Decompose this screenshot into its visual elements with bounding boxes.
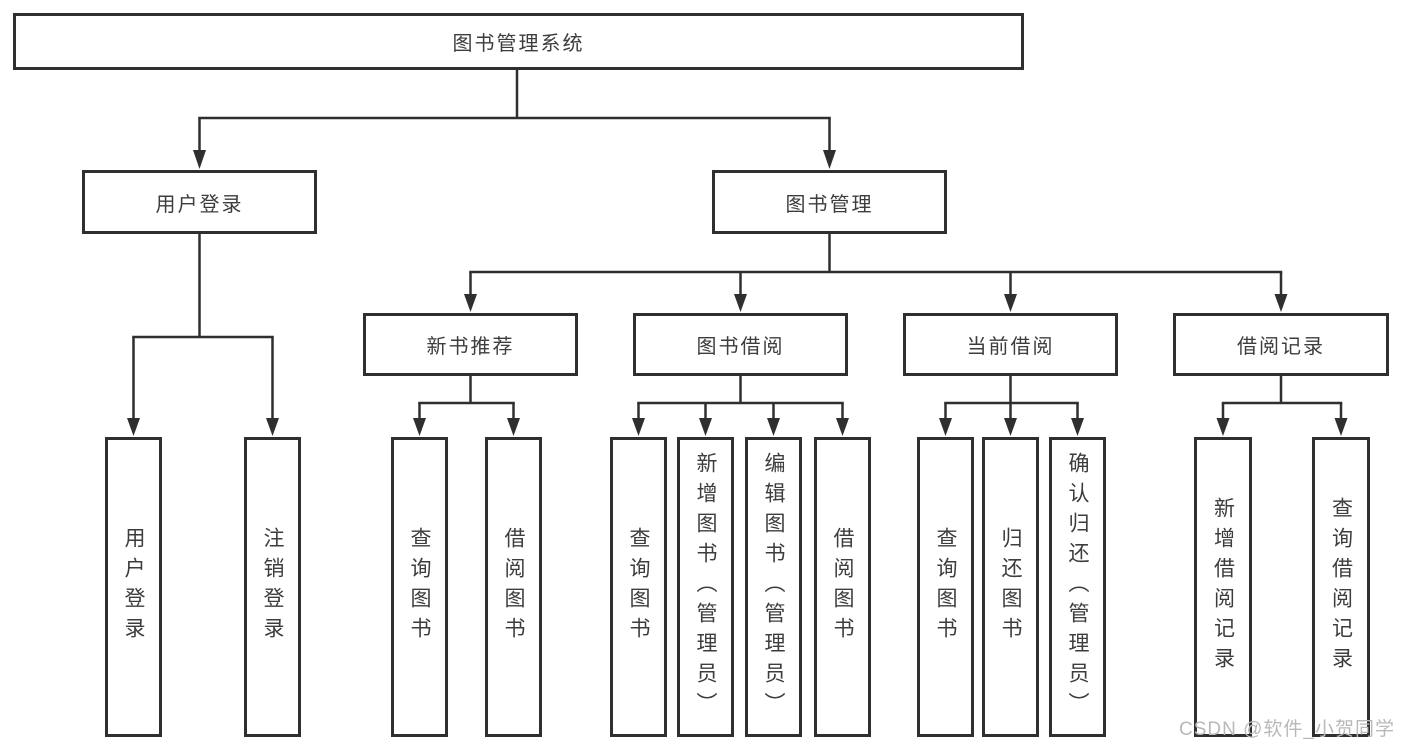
leaf-add-books-admin-label: 新增图书（管理员） <box>694 452 717 722</box>
leaf-recommend-query-books: 查询图书 <box>391 437 448 737</box>
node-current-borrow: 当前借阅 <box>903 313 1118 376</box>
connector-borrow-records <box>1216 376 1348 436</box>
node-book-borrow: 图书借阅 <box>633 313 848 376</box>
leaf-edit-books-admin-label: 编辑图书（管理员） <box>762 452 785 722</box>
leaf-user-login-label: 用户登录 <box>122 527 145 647</box>
leaf-return-books-label: 归还图书 <box>999 527 1022 647</box>
node-current-borrow-label: 当前借阅 <box>966 336 1055 358</box>
node-root-label: 图书管理系统 <box>452 33 585 55</box>
node-borrow-records: 借阅记录 <box>1173 313 1389 376</box>
connector-book-borrow <box>632 376 849 436</box>
leaf-current-query-books: 查询图书 <box>917 437 974 737</box>
leaf-logout-label: 注销登录 <box>261 527 284 647</box>
leaf-query-borrow-record-label: 查询借阅记录 <box>1329 497 1353 677</box>
leaf-add-books-admin: 新增图书（管理员） <box>677 437 734 737</box>
watermark: CSDN @软件_小贺同学 <box>1179 719 1395 740</box>
node-user-login-label: 用户登录 <box>155 193 244 216</box>
node-book-management: 图书管理 <box>712 170 947 234</box>
leaf-borrow-borrow-books: 借阅图书 <box>814 437 871 737</box>
node-book-management-label: 图书管理 <box>785 193 874 216</box>
node-book-borrow-label: 图书借阅 <box>696 336 785 358</box>
leaf-recommend-query-books-label: 查询图书 <box>408 527 431 647</box>
node-root: 图书管理系统 <box>13 13 1024 70</box>
connector-current-borrow <box>939 376 1084 436</box>
leaf-query-borrow-record: 查询借阅记录 <box>1312 437 1370 737</box>
leaf-borrow-borrow-books-label: 借阅图书 <box>831 527 854 647</box>
connector-new-book-recommend <box>413 376 520 436</box>
node-borrow-records-label: 借阅记录 <box>1237 336 1325 358</box>
leaf-borrow-query-books-label: 查询图书 <box>627 527 650 647</box>
leaf-confirm-return-admin: 确认归还（管理员） <box>1049 437 1106 737</box>
leaf-borrow-query-books: 查询图书 <box>610 437 667 737</box>
leaf-return-books: 归还图书 <box>982 437 1039 737</box>
node-user-login: 用户登录 <box>82 170 317 234</box>
leaf-current-query-books-label: 查询图书 <box>934 527 957 647</box>
leaf-edit-books-admin: 编辑图书（管理员） <box>745 437 802 737</box>
leaf-recommend-borrow-books: 借阅图书 <box>485 437 542 737</box>
leaf-add-borrow-record-label: 新增借阅记录 <box>1211 497 1235 677</box>
leaf-add-borrow-record: 新增借阅记录 <box>1194 437 1252 737</box>
connector-root <box>193 70 836 169</box>
leaf-confirm-return-admin-label: 确认归还（管理员） <box>1066 452 1089 722</box>
leaf-user-login: 用户登录 <box>105 437 162 737</box>
node-new-book-recommend: 新书推荐 <box>363 313 578 376</box>
leaf-logout: 注销登录 <box>244 437 301 737</box>
node-new-book-recommend-label: 新书推荐 <box>426 336 515 358</box>
connector-user-login <box>127 234 279 436</box>
connector-book-mgmt <box>464 234 1288 312</box>
leaf-recommend-borrow-books-label: 借阅图书 <box>502 527 525 647</box>
